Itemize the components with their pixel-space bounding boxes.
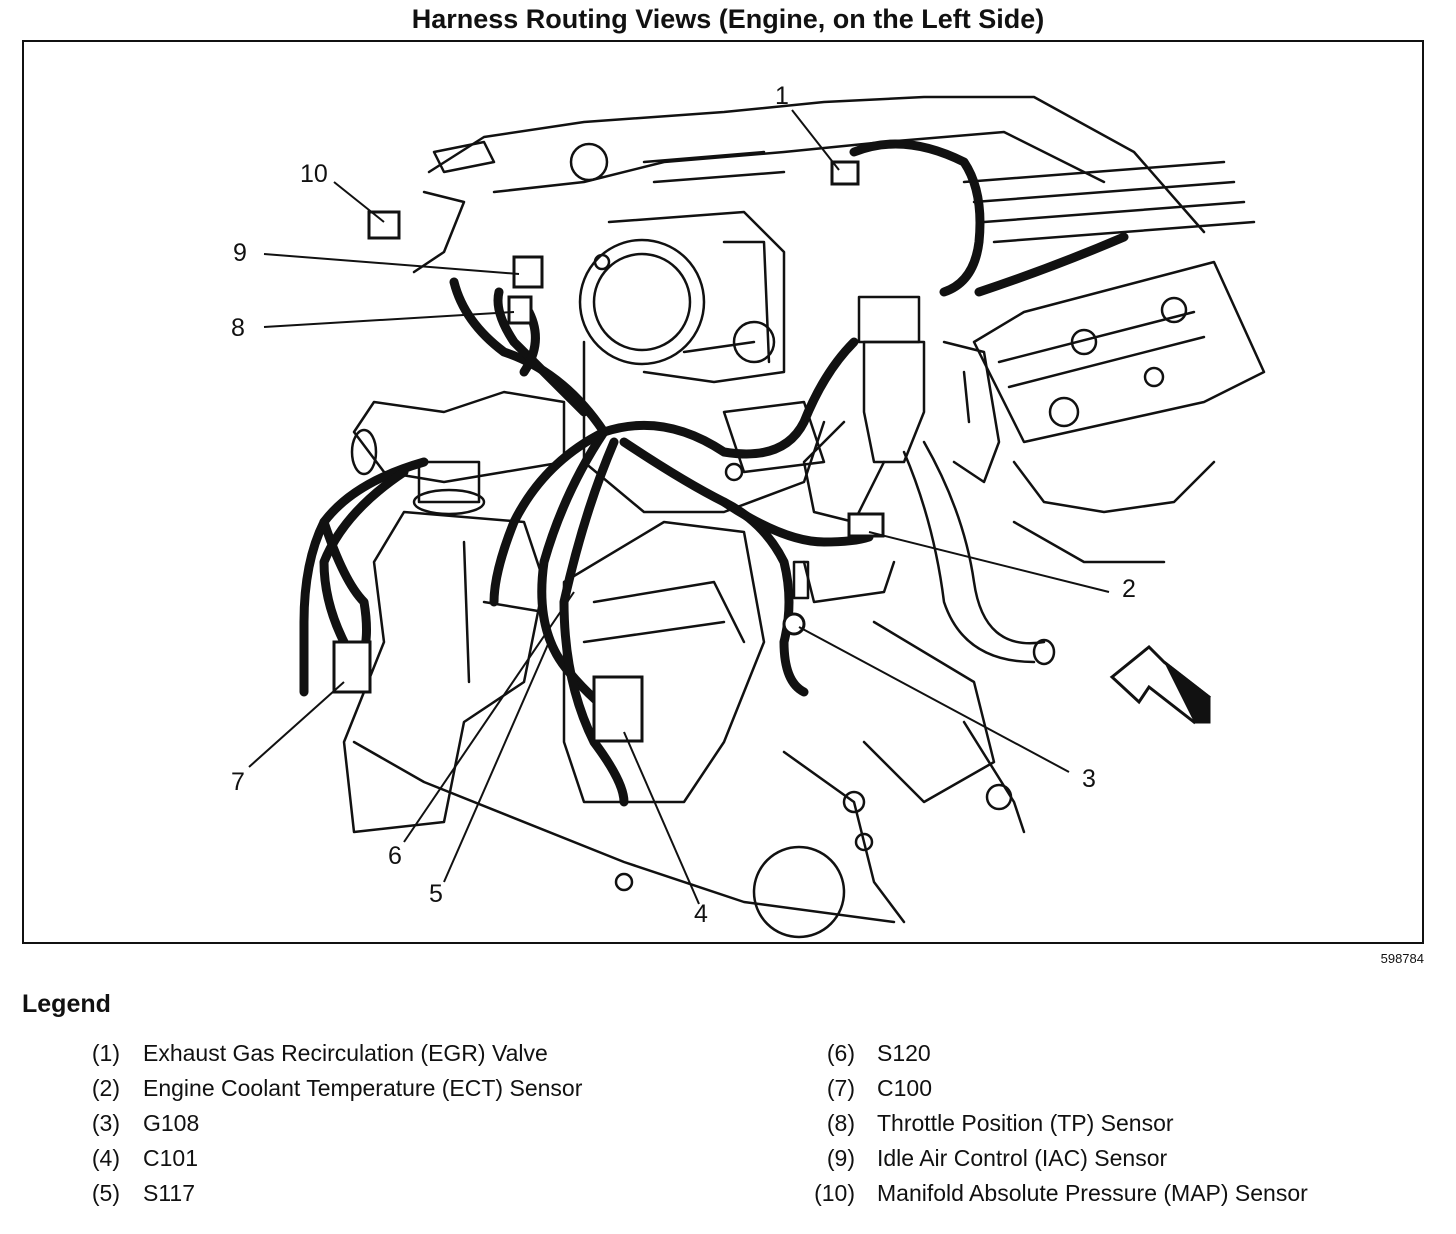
flywheel-housing bbox=[752, 845, 846, 939]
tp-connector bbox=[507, 295, 533, 325]
egr-valve bbox=[862, 340, 926, 464]
callout-9: 9 bbox=[233, 239, 247, 267]
thermostat-housing bbox=[352, 390, 566, 484]
intake-manifold-outline bbox=[427, 95, 1206, 234]
callout-8: 8 bbox=[231, 314, 245, 342]
callout-2: 2 bbox=[1122, 575, 1136, 603]
engine-block-left bbox=[342, 510, 546, 834]
transaxle-housing bbox=[562, 520, 766, 804]
g108-ground bbox=[782, 612, 806, 636]
callout-4: 4 bbox=[694, 900, 708, 928]
egr-connector bbox=[830, 160, 860, 186]
tp-sensor-body bbox=[732, 320, 776, 364]
engine-illustration-frame: 1 2 3 4 5 6 7 8 9 10 bbox=[22, 40, 1424, 944]
map-connector bbox=[367, 210, 401, 240]
callout-7: 7 bbox=[231, 768, 245, 796]
callout-5: 5 bbox=[429, 880, 443, 908]
c101-connector bbox=[592, 675, 644, 743]
callout-10: 10 bbox=[300, 160, 328, 188]
coolant-hose bbox=[922, 440, 1046, 645]
callout-1: 1 bbox=[775, 82, 789, 110]
c100-connector bbox=[332, 640, 372, 694]
callout-6: 6 bbox=[388, 842, 402, 870]
callout-3: 3 bbox=[1082, 765, 1096, 793]
figure-id: 598784 bbox=[1380, 951, 1424, 966]
diagram-title: Harness Routing Views (Engine, on the Le… bbox=[411, 4, 1045, 34]
wiring-harness bbox=[299, 139, 1129, 807]
view-direction-arrow bbox=[1109, 644, 1211, 725]
engine-illustration: 1 2 3 4 5 6 7 8 9 10 bbox=[231, 82, 1266, 939]
iac-connector bbox=[512, 255, 544, 289]
ect-connector bbox=[847, 512, 885, 538]
legend-heading: Legend bbox=[22, 990, 111, 1018]
valve-cover-right bbox=[972, 260, 1266, 444]
throttle-body bbox=[578, 238, 706, 366]
callout-leaders bbox=[248, 109, 1110, 905]
